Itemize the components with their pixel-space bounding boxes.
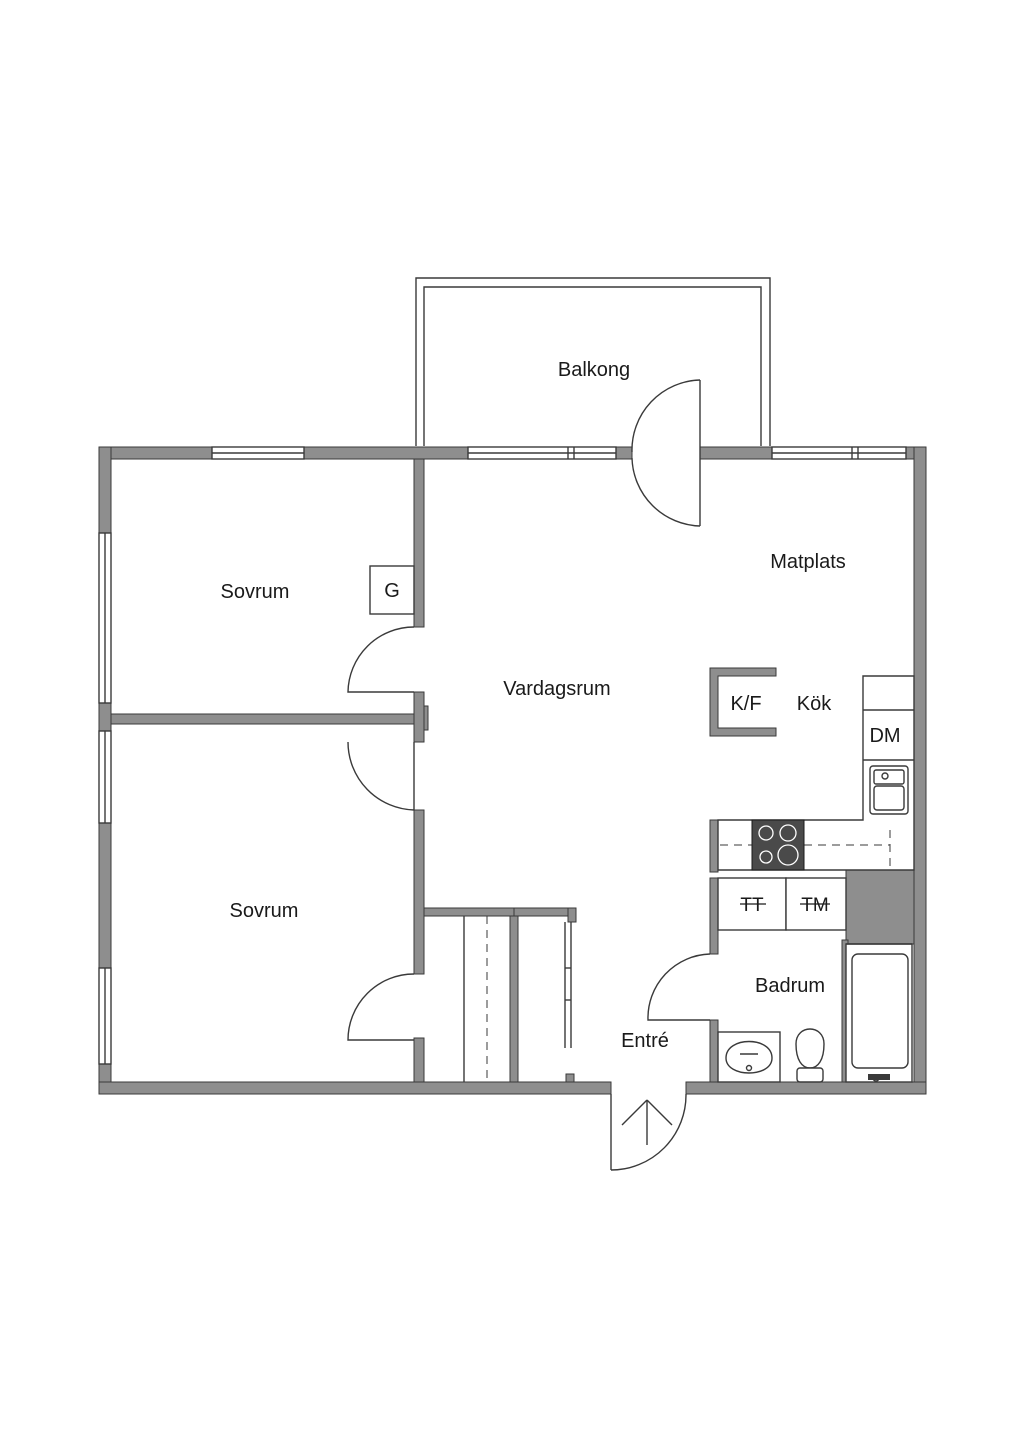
room-label-kok: Kök — [797, 693, 832, 715]
washbasin-icon — [717, 1031, 781, 1083]
entrance-arrow-icon — [621, 1099, 673, 1145]
fridge-freezer — [709, 667, 777, 737]
wardrobe-label: G — [384, 580, 400, 602]
kitchen-counter — [717, 675, 915, 871]
room-label-badrum: Badrum — [755, 975, 825, 997]
toilet-icon — [795, 1028, 825, 1083]
kitchen-sink-icon — [869, 765, 909, 815]
wardrobe — [369, 565, 415, 615]
closets — [463, 916, 572, 1082]
room-label-matplats: Matplats — [770, 551, 846, 573]
balcony — [415, 277, 771, 446]
stove-icon — [751, 819, 805, 871]
room-label-sovrum-top: Sovrum — [221, 581, 290, 603]
dryer-label: TT — [740, 895, 764, 916]
room-label-balkong: Balkong — [558, 359, 630, 381]
interior-walls — [110, 458, 915, 1083]
room-label-sovrum-bottom: Sovrum — [230, 900, 299, 922]
windows — [98, 446, 907, 1065]
outer-walls — [98, 446, 927, 1095]
doors — [347, 379, 711, 1171]
room-label-entre: Entré — [621, 1030, 669, 1052]
washer-label: TM — [801, 895, 828, 916]
dishwasher-label: DM — [869, 725, 900, 747]
laundry-machines — [717, 877, 847, 931]
fridge-freezer-label: K/F — [730, 693, 761, 715]
bathtub-icon — [845, 943, 913, 1083]
room-label-vardagsrum: Vardagsrum — [503, 678, 610, 700]
